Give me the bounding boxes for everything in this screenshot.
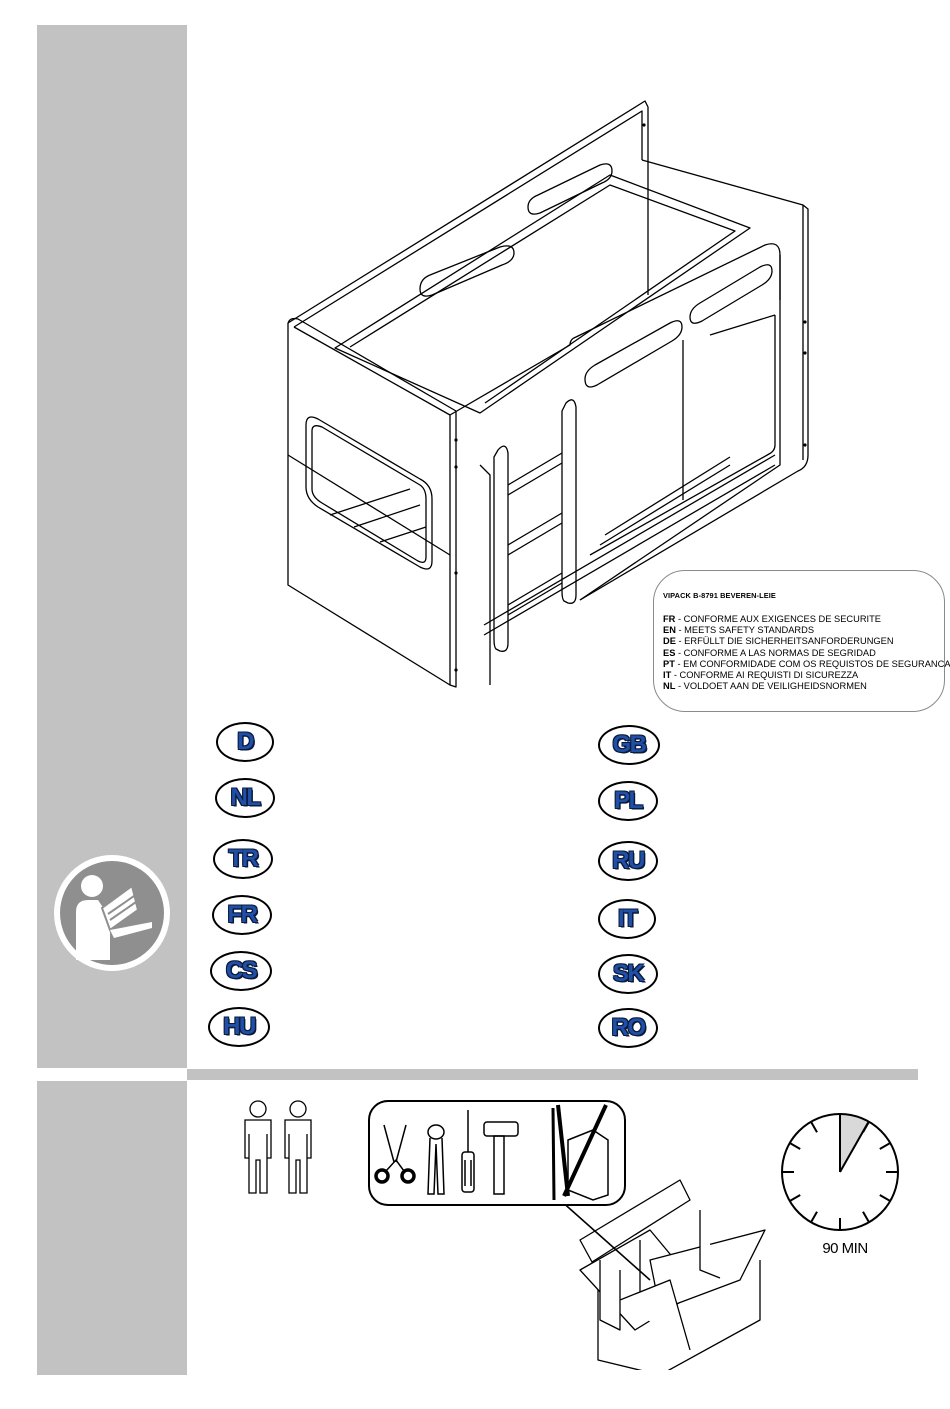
cert-line-es: ES - CONFORME A LAS NORMAS DE SEGRIDAD [663,647,876,658]
language-badge-pl: PL [598,781,658,821]
certification-title: VIPACK B-8791 BEVEREN-LEIE [663,591,776,600]
bunk-bed-illustration [287,100,809,688]
language-badge-ru: RU [598,841,658,881]
scissors-icon [374,1124,416,1184]
language-badge-gb: GB [598,725,660,765]
language-badge-tr: TR [213,839,273,879]
cert-line-it: IT - CONFORME AI REQUISTI DI SICUREZZA [663,670,859,681]
toolbox-icon [559,1179,766,1370]
tools-box [368,1100,626,1206]
cert-line-de: DE - ERFÜLLT DIE SICHERHEITSANFORDERUNGE… [663,636,894,647]
hammer-icon [483,1121,519,1195]
language-badge-d: D [216,722,274,762]
pincers-icon [427,1124,445,1195]
read-manual-icon [54,855,170,971]
cert-line-en: EN - MEETS SAFETY STANDARDS [663,625,815,636]
language-badge-it: IT [598,899,656,939]
assembly-time-label: 90 MIN [822,1240,868,1257]
certification-box: VIPACK B-8791 BEVEREN-LEIE FR - CONFORME… [653,570,950,712]
language-badge-ro: RO [598,1008,658,1048]
language-badge-fr: FR [212,895,272,935]
language-badge-sk: SK [598,954,658,994]
language-badge-nl: NL [215,778,275,818]
clock-icon [781,1113,899,1231]
cert-line-fr: FR - CONFORME AUX EXIGENCES DE SECURITE [663,614,881,624]
two-persons-icon [244,1100,312,1194]
section-divider [187,1069,918,1080]
no-drill-icon [551,1104,609,1201]
tools-icons [374,1104,609,1201]
language-badge-hu: HU [208,1007,270,1047]
sidebar-bottom [37,1081,187,1375]
certification-lines: FR - CONFORME AUX EXIGENCES DE SECURITE … [663,614,950,692]
screwdriver-icon [461,1110,475,1193]
cert-line-pt: PT - EM CONFORMIDADE COM OS REQUISTOS DE… [663,658,950,669]
language-badge-cs: CS [210,951,272,991]
cert-line-nl: NL - VOLDOET AAN DE VEILIGHEIDSNORMEN [663,681,867,692]
